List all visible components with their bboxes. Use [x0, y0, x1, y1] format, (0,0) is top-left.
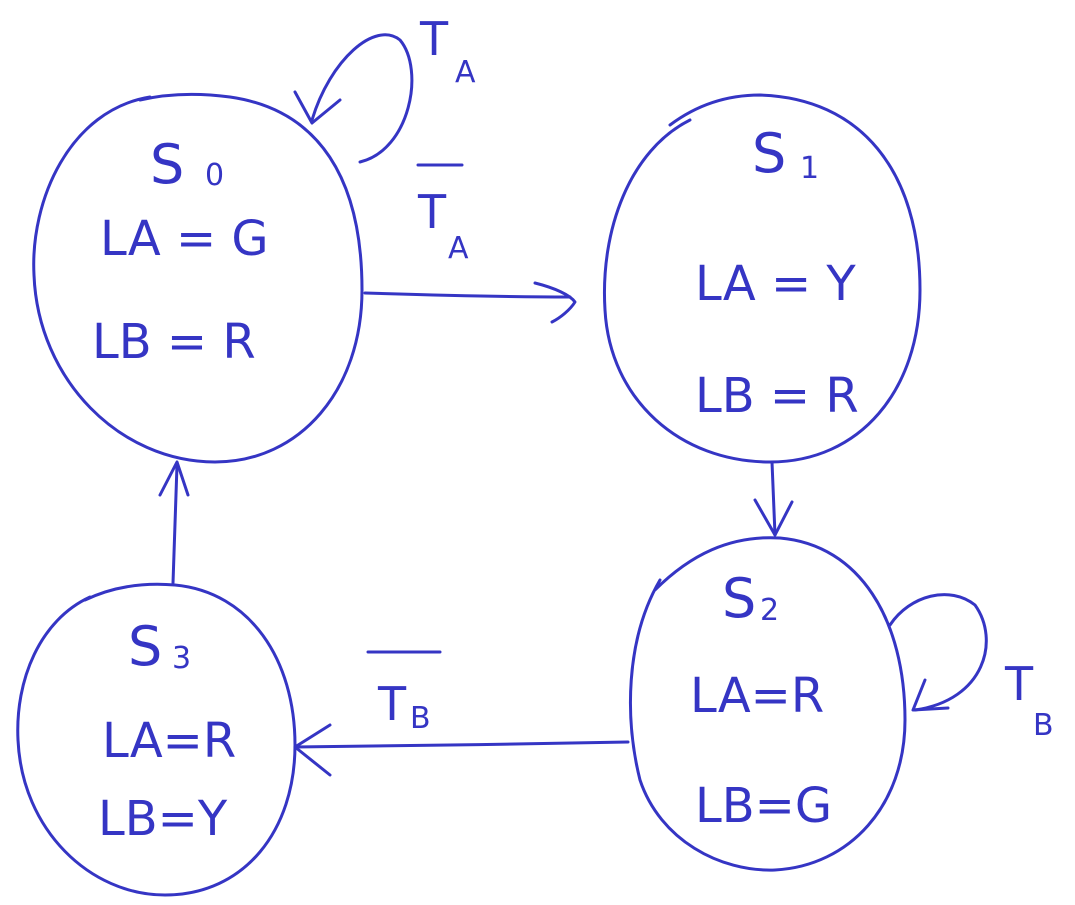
state-s3-name: S — [128, 615, 162, 678]
transition-s2-self: T B — [888, 593, 1054, 743]
transition-s2-s3-sub: B — [410, 701, 431, 736]
state-s0-name: S — [150, 133, 184, 196]
state-s2-output-la: LA=R — [690, 668, 824, 724]
arrow-s0-s1-arrowhead — [533, 281, 577, 324]
self-loop-s2-arc — [888, 593, 988, 712]
state-s1: S 1 LA = Y LB = R — [602, 93, 922, 464]
state-s3-output-lb: LB=Y — [98, 791, 228, 847]
state-s1-output-la: LA = Y — [695, 256, 856, 312]
arrow-s2-s3-line — [293, 740, 630, 749]
state-s1-output-lb: LB = R — [695, 368, 859, 424]
state-s2-circle — [628, 536, 907, 872]
state-s3-circle — [16, 582, 297, 897]
state-s0-index: 0 — [205, 158, 224, 193]
transition-s0-self-condition: T — [419, 12, 449, 66]
transition-s2-self-sub: B — [1033, 708, 1054, 743]
self-loop-s0-arrowhead — [293, 90, 342, 125]
transition-s0-self-sub: A — [455, 55, 476, 90]
state-s0-circle — [32, 92, 364, 464]
arrow-s2-s3-arrowhead — [293, 723, 332, 777]
arrow-s3-s0-line — [171, 463, 179, 585]
arrow-s1-s2-line — [770, 460, 777, 537]
transition-s2-to-s3: T B — [293, 650, 630, 777]
state-s2: S 2 LA=R LB=G — [628, 536, 907, 872]
transition-s3-to-s0 — [158, 460, 190, 585]
arrow-s1-s2-arrowhead — [753, 498, 794, 537]
state-s0: S 0 LA = G LB = R — [32, 92, 364, 464]
state-s3: S 3 LA=R LB=Y — [16, 582, 297, 897]
state-s2-output-lb: LB=G — [695, 778, 832, 834]
state-s3-index: 3 — [172, 641, 191, 676]
transition-s2-self-condition: T — [1004, 657, 1034, 711]
transition-s0-self: T A — [293, 12, 476, 164]
transition-s0-s1-sub: A — [448, 231, 469, 266]
state-s2-name: S — [722, 567, 756, 630]
self-loop-s0-arc — [310, 33, 414, 164]
self-loop-s2-arrowhead — [911, 678, 950, 712]
state-s3-output-la: LA=R — [102, 713, 236, 769]
state-s1-name: S — [752, 122, 786, 185]
arrow-s3-s0-arrowhead — [158, 460, 190, 497]
transition-s0-s1-condition: T — [417, 185, 447, 239]
state-s1-circle — [602, 93, 922, 464]
state-s1-index: 1 — [800, 151, 819, 186]
transition-s2-s3-condition: T — [377, 677, 407, 731]
state-s0-output-lb: LB = R — [92, 314, 256, 370]
transition-s1-to-s2 — [753, 460, 794, 537]
state-s0-output-la: LA = G — [100, 211, 269, 267]
transition-s0-to-s1: T A — [363, 163, 577, 324]
arrow-s0-s1-line — [363, 291, 572, 299]
state-s2-index: 2 — [760, 593, 779, 628]
